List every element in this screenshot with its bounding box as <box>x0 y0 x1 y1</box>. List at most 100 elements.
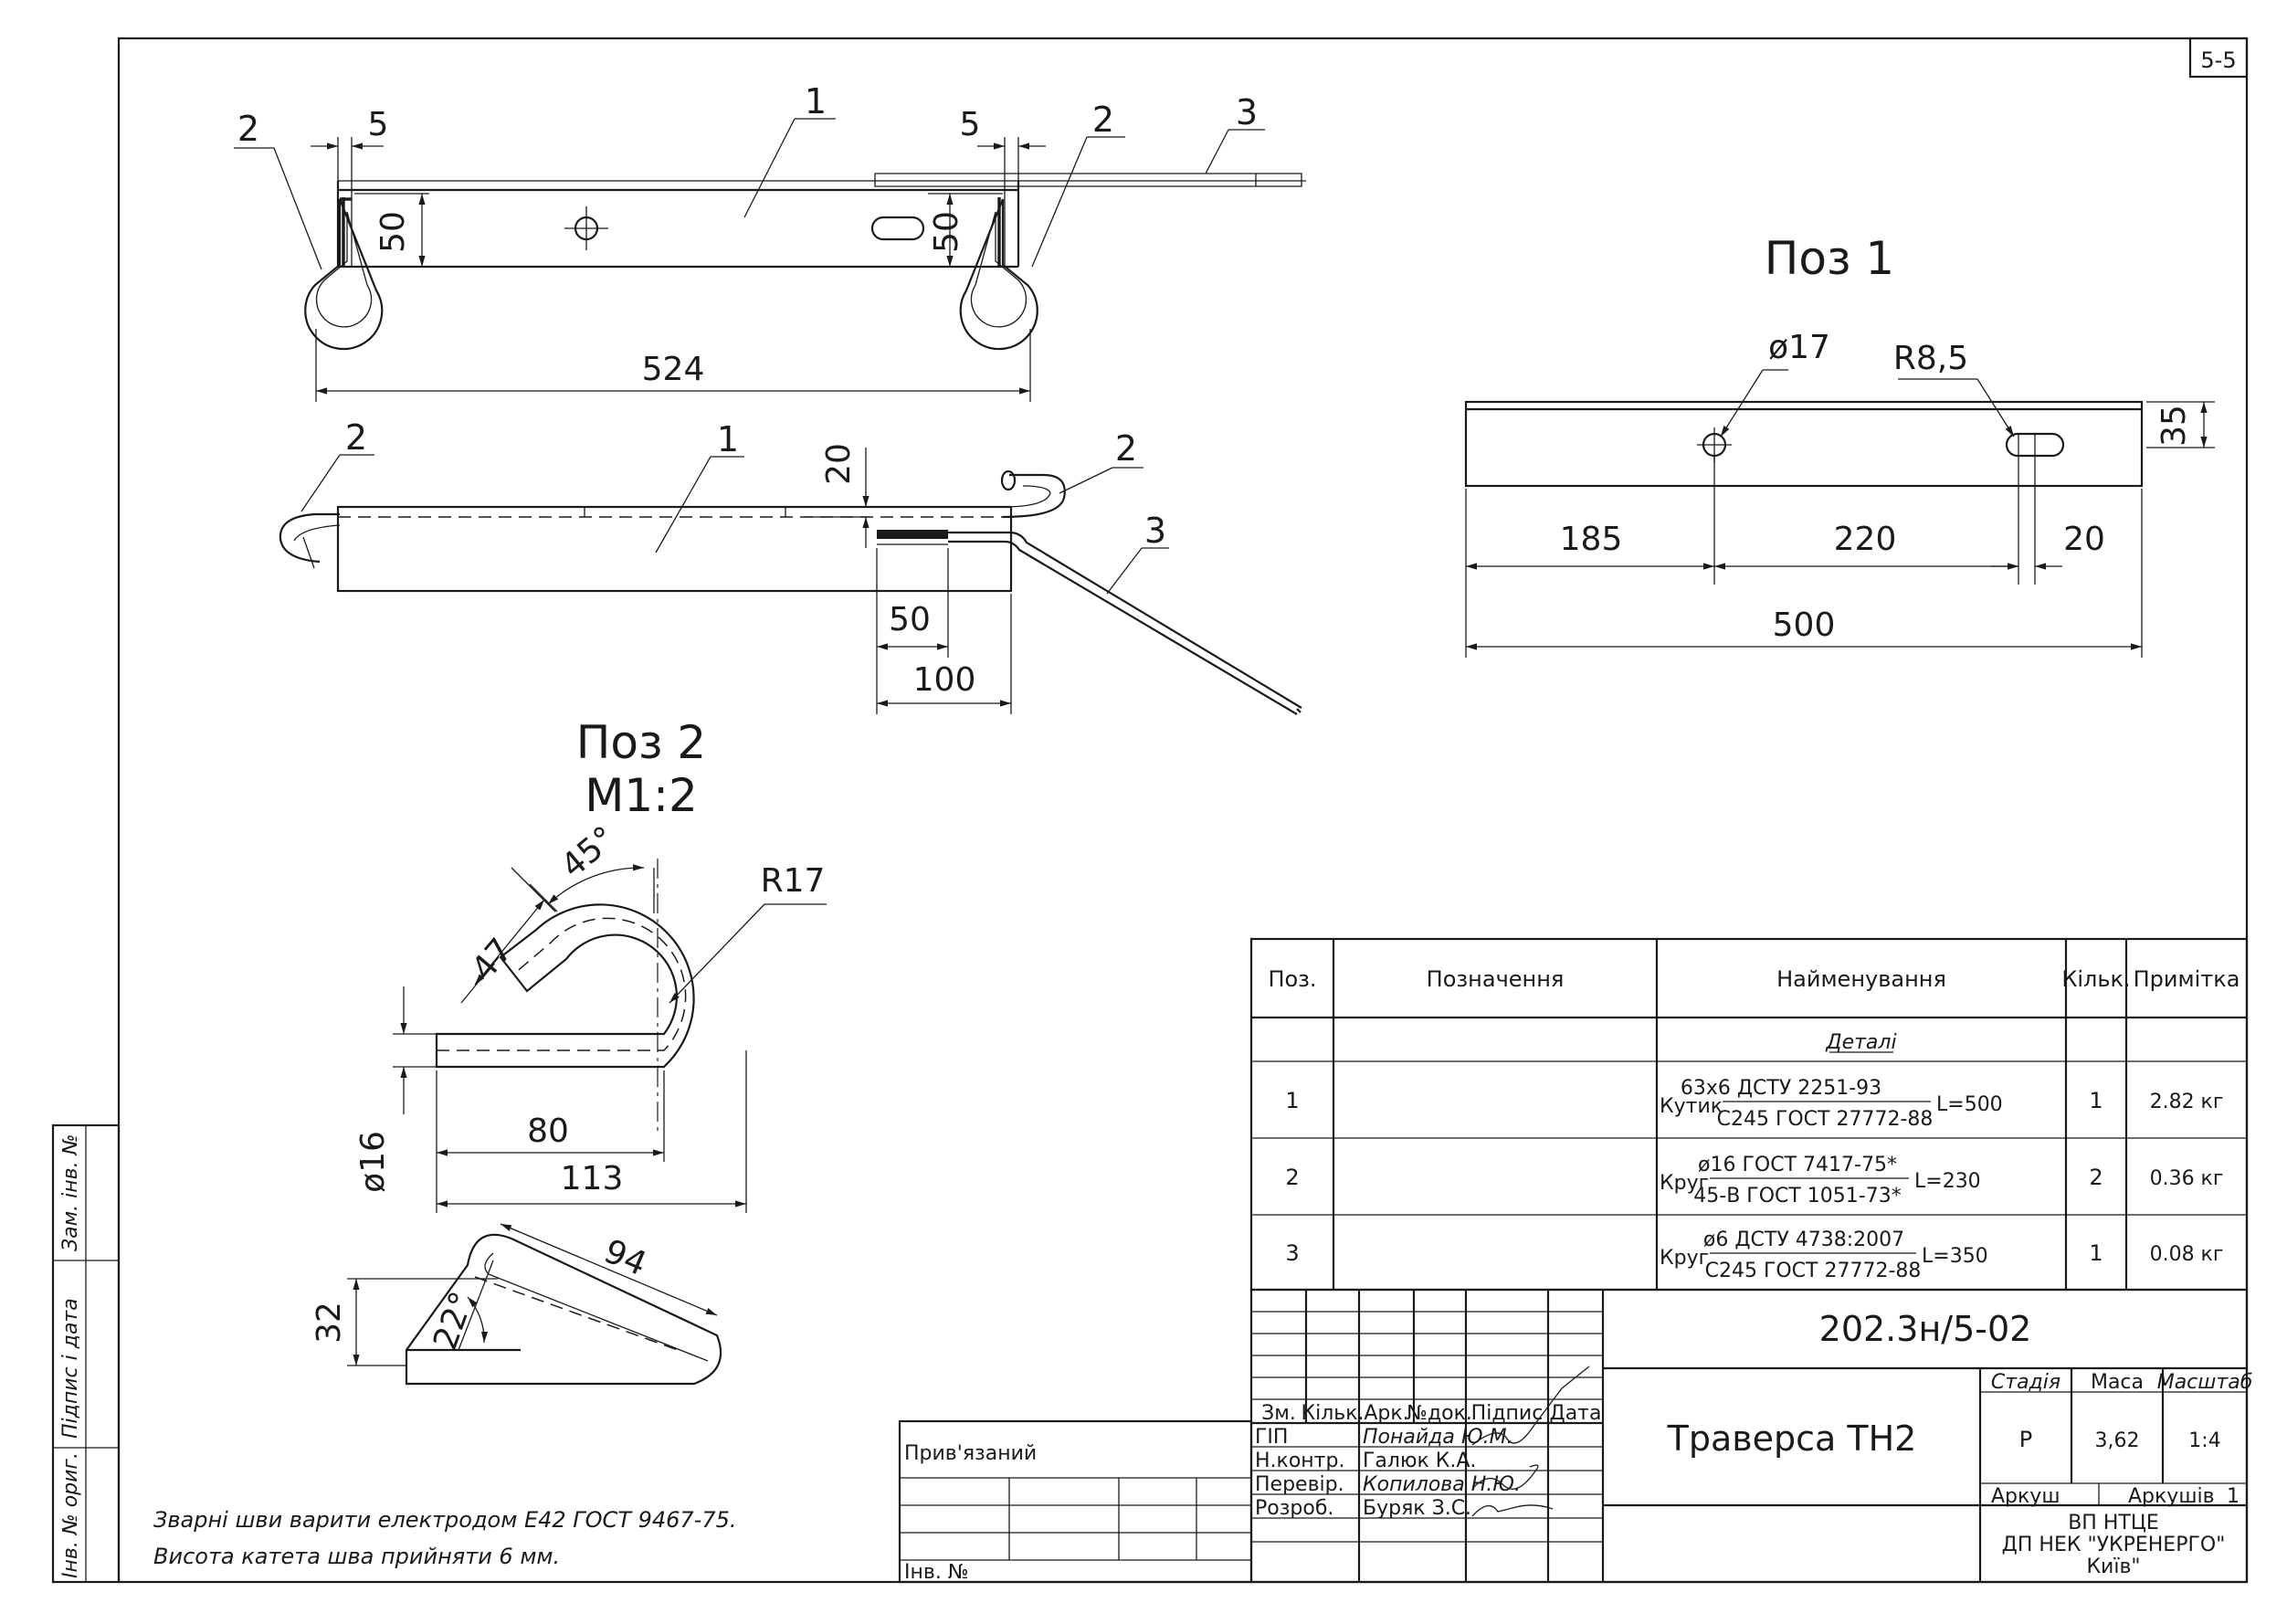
table-row-2-pos: 2 <box>1285 1165 1299 1190</box>
tb-role-rozrob: Розроб. <box>1255 1497 1333 1520</box>
tb-sheet-label: Аркуш <box>1991 1485 2060 1508</box>
tb-scale: 1:4 <box>2188 1429 2220 1452</box>
label-3-side: 3 <box>1144 511 1166 551</box>
inv-no-label: Інв. № <box>904 1561 969 1584</box>
tb-org-line2: ДП НЕК "УКРЕНЕРГО" <box>2002 1534 2226 1556</box>
spec-header-name: Найменування <box>1776 966 1946 992</box>
dim-50-left: 50 <box>374 211 412 253</box>
table-row-1-name: Кутик <box>1660 1095 1723 1118</box>
tb-role-perevir: Перевір. <box>1255 1473 1344 1496</box>
table-row-1-den: С245 ГОСТ 27772-88 <box>1717 1108 1934 1131</box>
table-row-3-note: 0.08 кг <box>2150 1243 2224 1266</box>
pos2-view: Поз 2 М1:2 45° 47 R17 ø16 80 113 <box>354 716 827 1213</box>
tb-name-rozrob: Буряк З.С. <box>1363 1497 1471 1520</box>
tb-name-gip: Понайда Ю.М. <box>1363 1426 1513 1449</box>
table-row-3-num: ø6 ДСТУ 4738:2007 <box>1703 1229 1904 1251</box>
table-row-1-note: 2.82 кг <box>2150 1091 2224 1113</box>
side-stamp-zam: Зам. інв. № <box>59 1134 82 1252</box>
tb-mass: 3,62 <box>2095 1429 2140 1452</box>
sheet-number-box <box>2188 37 2249 79</box>
dim-slot-radius: R8,5 <box>1893 340 1968 377</box>
side-stamp-inv: Інв. № ориг. <box>59 1452 82 1578</box>
dim-5-left: 5 <box>368 106 389 143</box>
tb-role-nkontr: Н.контр. <box>1255 1450 1344 1472</box>
dim-524: 524 <box>642 351 705 388</box>
tb-col-kilk: Кільк. <box>1301 1402 1364 1425</box>
dim-35: 35 <box>2155 405 2193 447</box>
table-row-1-pos: 1 <box>1285 1088 1299 1113</box>
spec-table: Поз. Позначення Найменування Кільк. Прим… <box>1249 937 2249 1292</box>
label-2-right-top: 2 <box>1092 100 1114 140</box>
dim-100-side: 100 <box>913 661 976 699</box>
tb-doc-code: 202.3н/5-02 <box>1819 1309 2032 1349</box>
dim-angle-45: 45° <box>554 819 623 885</box>
tb-col-pidpys: Підпис <box>1471 1402 1544 1425</box>
dim-5-right: 5 <box>960 106 981 143</box>
tb-col-zm: Зм. <box>1261 1402 1296 1425</box>
tb-sheets-label: Аркушів <box>2128 1485 2215 1508</box>
pos1-title: Поз 1 <box>1765 232 1894 285</box>
label-3-top: 3 <box>1236 92 1258 132</box>
tb-stage-label: Стадія <box>1991 1371 2060 1394</box>
dim-dia-16: ø16 <box>354 1131 392 1193</box>
signature-1 <box>1471 1366 1590 1446</box>
table-row-3-qty: 1 <box>2089 1240 2103 1266</box>
table-row-2-note: 0.36 кг <box>2150 1167 2224 1190</box>
tb-mass-label: Маса <box>2091 1371 2144 1394</box>
spec-header-note: Примітка <box>2134 966 2240 992</box>
tb-title: Траверса ТН2 <box>1667 1418 1917 1459</box>
spec-header-qty: Кільк. <box>2061 966 2130 992</box>
table-row-2-name: Круг <box>1660 1172 1709 1195</box>
note-line-1: Зварні шви варити електродом Е42 ГОСТ 94… <box>153 1507 737 1533</box>
table-row-2-len: L=230 <box>1914 1170 1981 1193</box>
tb-scale-label: Масштаб <box>2157 1371 2253 1394</box>
tb-col-ndok: №док. <box>1407 1402 1472 1425</box>
sheet-number: 5-5 <box>2200 47 2236 73</box>
table-row-3-name: Круг <box>1660 1247 1709 1270</box>
dim-113: 113 <box>561 1160 624 1197</box>
label-1-top: 1 <box>805 81 827 121</box>
tb-org-line3: Київ" <box>2086 1555 2140 1578</box>
dim-94: 94 <box>598 1233 651 1284</box>
hook-lower <box>405 1233 722 1386</box>
signature-3 <box>1471 1504 1554 1517</box>
tb-stage: Р <box>2019 1427 2032 1452</box>
title-block: Зм. Кільк. Арк. №док. Підпис Дата ГІП По… <box>1249 1288 2253 1584</box>
pos2-scale: М1:2 <box>585 769 698 822</box>
label-2-right-side: 2 <box>1115 428 1137 469</box>
label-2-left-top: 2 <box>237 109 259 149</box>
pos2-side-view: 94 32 22° <box>311 1223 722 1386</box>
dim-500: 500 <box>1773 606 1836 644</box>
signature-2 <box>1471 1464 1539 1490</box>
table-row-3-len: L=350 <box>1922 1245 1988 1268</box>
pos2-title: Поз 2 <box>576 716 706 769</box>
side-view: 20 50 100 2 1 2 3 <box>279 417 1302 715</box>
tb-org-line1: ВП НТЦЕ <box>2068 1512 2159 1534</box>
dim-32: 32 <box>311 1302 348 1344</box>
tb-role-gip: ГІП <box>1255 1426 1288 1449</box>
table-row-2-qty: 2 <box>2089 1165 2103 1190</box>
top-view: 50 50 5 5 524 2 1 2 3 <box>234 81 1306 402</box>
dim-50-right: 50 <box>928 211 965 253</box>
table-row-1-qty: 1 <box>2089 1088 2103 1113</box>
side-stamp: Зам. інв. № Підпис і дата Інв. № ориг. <box>51 1123 121 1584</box>
attached-block: Прив'язаний Інв. № <box>898 1419 1253 1584</box>
tb-col-ark: Арк. <box>1364 1402 1408 1425</box>
dim-220: 220 <box>1834 521 1897 558</box>
slot-top-view <box>870 216 925 241</box>
attached-label: Прив'язаний <box>904 1442 1037 1465</box>
tb-name-nkontr: Галюк К.А. <box>1363 1450 1476 1472</box>
loop-left-top <box>304 198 384 351</box>
spec-header-designation: Позначення <box>1427 966 1565 992</box>
angle-pos1 <box>1464 400 2144 488</box>
dim-r17: R17 <box>761 862 826 900</box>
table-row-1-len: L=500 <box>1936 1093 2003 1116</box>
tb-col-data: Дата <box>1550 1402 1602 1425</box>
dim-20-side: 20 <box>820 443 858 485</box>
table-row-2-num: ø16 ГОСТ 7417-75* <box>1698 1154 1897 1176</box>
tb-name-perevir: Копилова Н.Ю. <box>1363 1473 1521 1496</box>
table-row-1-num: 63х6 ДСТУ 2251-93 <box>1681 1077 1881 1100</box>
table-row-3-den: С245 ГОСТ 27772-88 <box>1705 1260 1922 1282</box>
dim-20-pos1: 20 <box>2063 521 2105 558</box>
